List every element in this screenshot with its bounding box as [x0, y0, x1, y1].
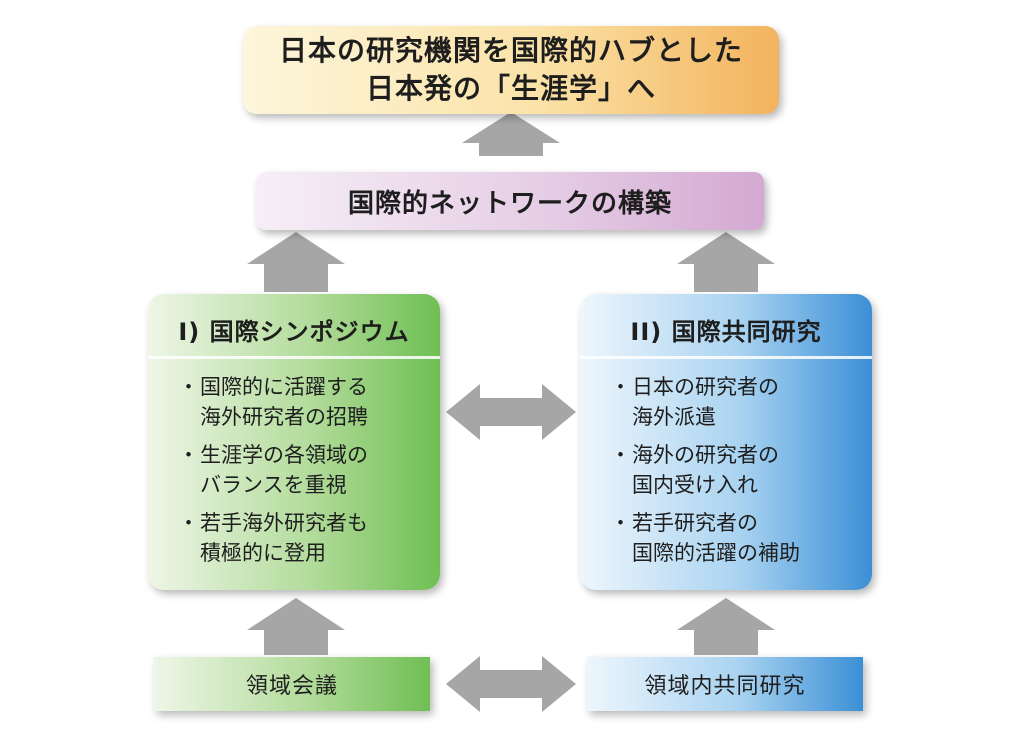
network-label: 国際的ネットワークの構築: [347, 188, 672, 219]
list-item-line: 国際的に活躍する: [200, 375, 368, 399]
symposium-divider: [148, 356, 440, 359]
bullet: ・: [610, 375, 631, 399]
list-item-line: 若手海外研究者も: [200, 511, 368, 535]
symposium-title: I) 国際シンポジウム: [178, 317, 410, 346]
list-item: ・ 生涯学の各領域の バランスを重視: [178, 440, 432, 500]
area-joint-research-label: 領域内共同研究: [644, 674, 806, 699]
list-item-line: 若手研究者の: [632, 511, 758, 535]
list-item-line: 国内受け入れ: [632, 473, 758, 497]
list-item: ・ 海外の研究者の 国内受け入れ: [610, 440, 864, 500]
list-item-line: 生涯学の各領域の: [200, 443, 368, 467]
list-item-line: 日本の研究者の: [632, 375, 779, 399]
bullet: ・: [610, 443, 631, 467]
symposium-panel: I) 国際シンポジウム ・ 国際的に活躍する 海外研究者の招聘 ・ 生涯学の各領…: [148, 294, 440, 590]
area-joint-research-box: 領域内共同研究: [587, 657, 863, 711]
double-arrow-bottom: [446, 656, 576, 712]
symposium-list: ・ 国際的に活躍する 海外研究者の招聘 ・ 生涯学の各領域の バランスを重視 ・…: [178, 372, 432, 576]
list-item-line: 国際的活躍の補助: [632, 541, 800, 565]
up-arrow-joint-research-to-network: [677, 232, 775, 292]
goal-line-2: 日本発の「生涯学」へ: [365, 72, 656, 105]
area-meeting-label: 領域会議: [245, 674, 338, 699]
list-item: ・ 日本の研究者の 海外派遣: [610, 372, 864, 432]
up-arrow-meeting-to-symposium: [247, 598, 345, 655]
list-item-line: 積極的に登用: [200, 541, 326, 565]
goal-line-1: 日本の研究機関を国際的ハブとした: [278, 34, 743, 67]
list-item-line: 海外の研究者の: [632, 443, 779, 467]
bullet: ・: [610, 511, 631, 535]
joint-research-divider: [580, 356, 872, 359]
up-arrow-symposium-to-network: [247, 232, 345, 292]
up-arrow-joint-area-to-joint-research: [677, 598, 775, 655]
list-item-line: バランスを重視: [200, 473, 347, 497]
bullet: ・: [178, 511, 199, 535]
joint-research-list: ・ 日本の研究者の 海外派遣 ・ 海外の研究者の 国内受け入れ ・ 若手研究者の…: [610, 372, 864, 576]
double-arrow-panels: [446, 384, 576, 440]
bullet: ・: [178, 375, 199, 399]
joint-research-title: II) 国際共同研究: [630, 317, 822, 346]
list-item: ・ 若手海外研究者も 積極的に登用: [178, 508, 432, 568]
network-box: 国際的ネットワークの構築: [256, 172, 764, 230]
area-meeting-box: 領域会議: [154, 657, 430, 711]
list-item: ・ 国際的に活躍する 海外研究者の招聘: [178, 372, 432, 432]
goal-box: 日本の研究機関を国際的ハブとした 日本発の「生涯学」へ: [243, 26, 779, 114]
up-arrow-network-to-goal: [462, 112, 560, 156]
joint-research-panel: II) 国際共同研究 ・ 日本の研究者の 海外派遣 ・ 海外の研究者の 国内受け…: [580, 294, 872, 590]
bullet: ・: [178, 443, 199, 467]
list-item-line: 海外研究者の招聘: [200, 405, 368, 429]
list-item: ・ 若手研究者の 国際的活躍の補助: [610, 508, 864, 568]
list-item-line: 海外派遣: [632, 405, 716, 429]
